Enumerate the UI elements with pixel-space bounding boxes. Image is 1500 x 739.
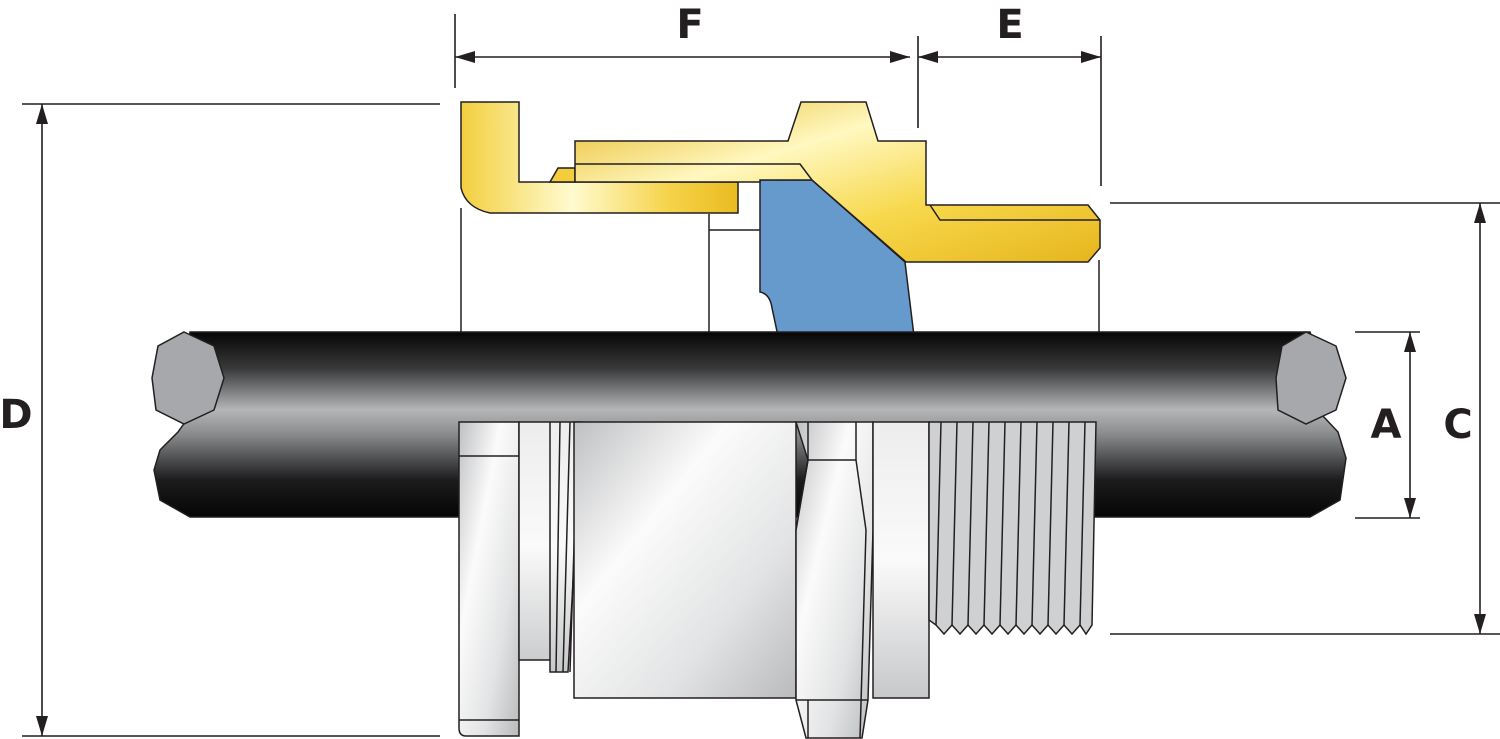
dim-label-e: E xyxy=(996,2,1023,48)
dimension-lines xyxy=(22,14,1500,737)
collar xyxy=(872,421,930,699)
dim-label-c: C xyxy=(1443,402,1472,448)
body-middle xyxy=(573,421,797,699)
cap-nut-section xyxy=(574,101,1101,263)
gland-exterior xyxy=(458,421,1097,739)
dim-label-d: D xyxy=(0,392,33,438)
nut-left xyxy=(458,421,520,737)
cable-end-right xyxy=(1275,331,1347,425)
seal-section xyxy=(759,179,915,337)
thread-lines xyxy=(935,421,1086,626)
dim-label-a: A xyxy=(1371,402,1402,448)
entry-body-ledge xyxy=(548,167,576,183)
dim-label-f: F xyxy=(676,2,703,48)
cable-end-left xyxy=(151,331,225,425)
